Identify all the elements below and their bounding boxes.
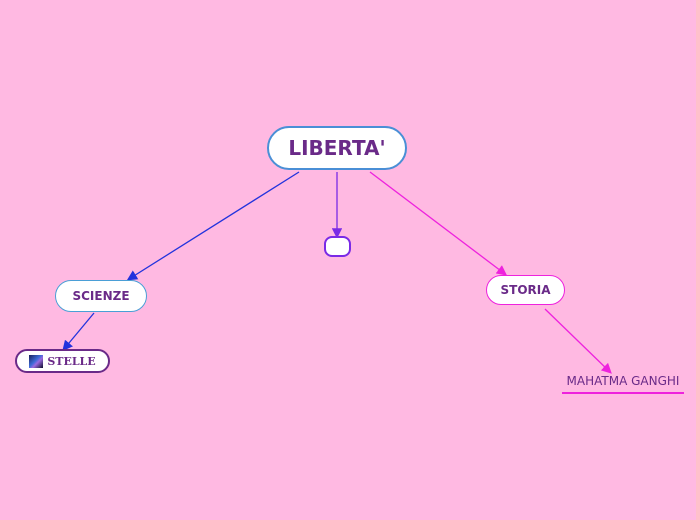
node-gandhi-label: MAHATMA GANGHI: [566, 374, 680, 388]
root-node-label: LIBERTA': [288, 136, 386, 160]
node-storia-label: STORIA: [500, 283, 551, 297]
node-stelle[interactable]: STELLE: [15, 349, 110, 373]
node-scienze[interactable]: SCIENZE: [55, 280, 147, 312]
node-scienze-label: SCIENZE: [72, 289, 130, 303]
node-storia[interactable]: STORIA: [486, 275, 565, 305]
root-node-liberta[interactable]: LIBERTA': [267, 126, 407, 170]
image-thumbnail-icon: [29, 354, 44, 368]
node-mahatma-gandhi[interactable]: MAHATMA GANGHI: [562, 374, 684, 394]
node-stelle-label: STELLE: [47, 354, 96, 368]
node-empty[interactable]: [324, 236, 351, 257]
